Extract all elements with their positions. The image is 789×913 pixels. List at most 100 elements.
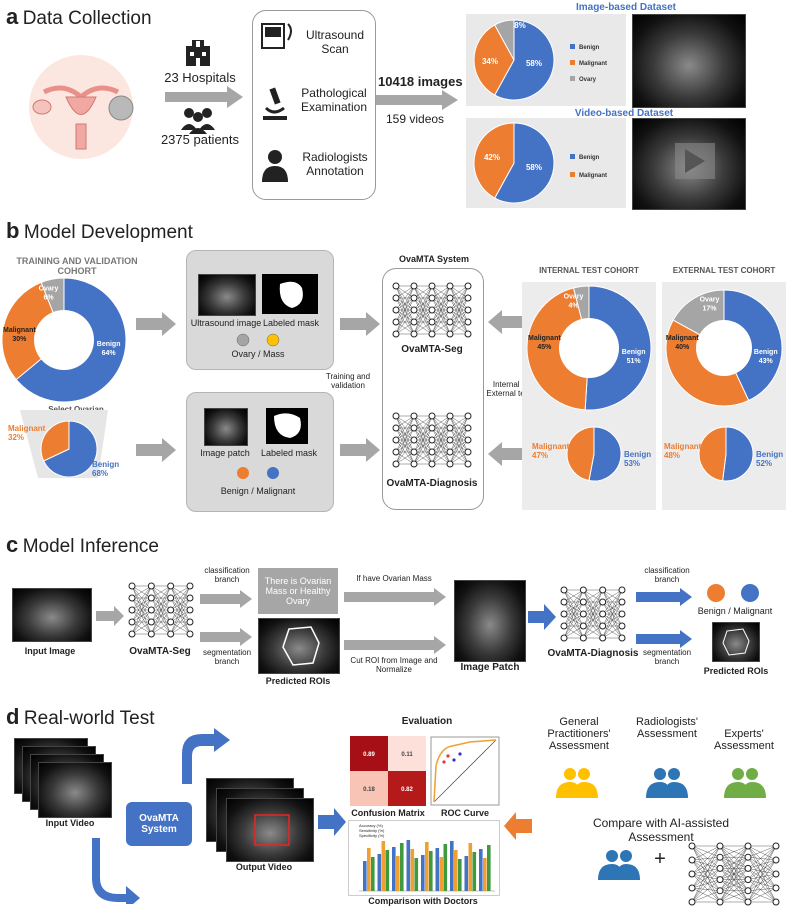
label-benign: Benign — [622, 349, 646, 356]
legend-label: Benign — [579, 155, 600, 161]
ai-assisted-people-icon — [598, 850, 640, 880]
hospitals-label: 23 Hospitals — [164, 70, 236, 85]
nn-node — [167, 582, 175, 590]
nn-node — [688, 898, 696, 906]
radiologist-icon — [262, 150, 288, 182]
arrow-seg-branch — [200, 628, 252, 646]
ovary-mass-legend: Ovary / Mass — [231, 349, 285, 359]
bar — [487, 845, 491, 891]
cm-cell — [350, 736, 388, 771]
label-benign: Benign — [97, 341, 121, 348]
curved-arrow-out — [182, 728, 230, 784]
seg-ultrasound-image — [198, 274, 256, 316]
nn-node — [392, 424, 400, 432]
section-a-title: Data Collection — [22, 8, 152, 29]
nn-node — [446, 282, 454, 290]
external-pie — [698, 426, 754, 482]
video-frame-4 — [38, 762, 112, 818]
seg-labeled-mask — [262, 274, 318, 314]
rad-people-icon — [646, 768, 688, 798]
nn-node — [744, 876, 752, 884]
seg-img2-label: Labeled mask — [262, 318, 320, 328]
nn-node — [618, 622, 626, 630]
seg-branch-label: segmentation branch — [202, 648, 252, 666]
section-d-header: d Real-world Test — [6, 704, 155, 730]
arrow-cls-branch — [200, 590, 252, 608]
uterus-illustration — [29, 55, 134, 159]
pct-ovary: 4% — [568, 302, 579, 309]
slice-malignant — [1, 281, 65, 381]
predicted-roi-image — [258, 618, 340, 674]
nn-node — [410, 294, 418, 302]
donut-hole — [696, 320, 752, 376]
nn-node — [618, 586, 626, 594]
step-ultrasound: Ultrasound Scan — [305, 28, 365, 56]
bar — [458, 859, 462, 891]
image-dataset-title: Image-based Dataset — [575, 2, 677, 13]
benign-malignant-legend: Benign / Malignant — [220, 486, 296, 496]
nn-node — [688, 856, 696, 864]
pct-benign: 58% — [526, 163, 542, 172]
pct-ovary: 17% — [702, 306, 717, 313]
legend-swatch — [570, 60, 575, 65]
legend-swatch — [570, 76, 575, 81]
nn-node — [167, 606, 175, 614]
legend-swatch — [570, 44, 575, 49]
arrow-train-seg — [136, 312, 176, 336]
train-pie — [40, 420, 98, 478]
bar — [425, 842, 429, 891]
nn-node — [579, 610, 587, 618]
cm-value: 0.89 — [363, 752, 375, 758]
bar — [479, 849, 483, 891]
nn-node — [599, 622, 607, 630]
bar — [396, 856, 400, 891]
nn-node — [428, 282, 436, 290]
nn-node — [560, 598, 568, 606]
diag-net-label: OvaMTA-Diagnosis — [386, 478, 478, 489]
video-dataset-title: Video-based Dataset — [574, 108, 674, 119]
internal-cohort-title: INTERNAL TEST COHORT — [539, 266, 639, 275]
nn-node — [618, 634, 626, 642]
pct-ovary: 8% — [514, 21, 526, 30]
nn-node — [446, 412, 454, 420]
gp-people-icon — [556, 768, 598, 798]
slice-malignant — [698, 426, 727, 482]
nn-node — [392, 436, 400, 444]
nn-node — [744, 842, 752, 850]
section-a-header: a Data Collection — [6, 4, 152, 30]
comparison-bar-chart: Accuracy (%)Sensitivity (%)Specificity (… — [348, 820, 500, 896]
nn-node — [744, 898, 752, 906]
nn-node — [186, 618, 194, 626]
bar — [381, 841, 386, 891]
arrow-to-diag-net — [340, 438, 380, 462]
nn-node — [772, 884, 780, 892]
slice-benign — [494, 122, 555, 204]
nn-node — [446, 424, 454, 432]
nn-node — [428, 436, 436, 444]
nn-node — [579, 598, 587, 606]
nn-node — [428, 424, 436, 432]
seg-network-icon — [392, 282, 472, 338]
diag-img2-label: Labeled mask — [260, 448, 318, 458]
cm-value: 0.18 — [363, 787, 375, 793]
step-pathology: Pathological Examination — [300, 86, 368, 114]
nn-node — [167, 630, 175, 638]
pct-ovary: 6% — [43, 294, 54, 301]
bar — [400, 843, 404, 891]
bar — [468, 843, 473, 891]
evaluation-title: Evaluation — [401, 716, 453, 727]
section-d-letter: d — [6, 704, 20, 729]
nn-node — [688, 884, 696, 892]
slice-benign — [494, 19, 555, 101]
nn-node — [392, 460, 400, 468]
exp-people-icon — [724, 768, 766, 798]
arrow-internal-to-seg — [488, 310, 526, 334]
label-ovary: Ovary — [39, 285, 59, 292]
nn-node — [716, 842, 724, 850]
arrow-cls-branch2 — [636, 588, 692, 606]
nn-node — [716, 898, 724, 906]
pct-benign: 64% — [102, 350, 117, 357]
